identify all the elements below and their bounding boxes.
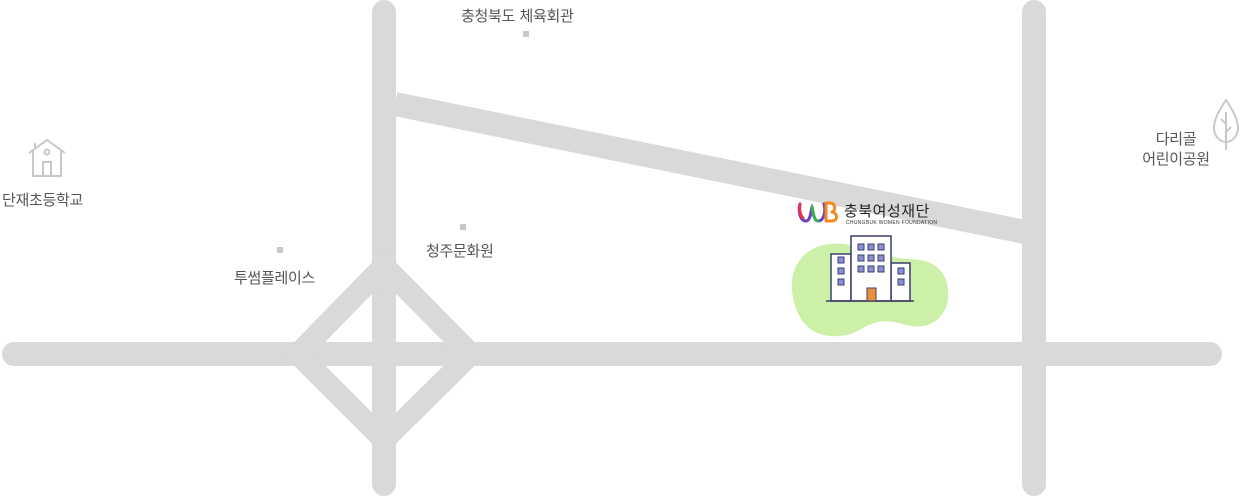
wb-logo-icon xyxy=(797,201,838,223)
gym-marker xyxy=(523,31,529,37)
culture-label[interactable]: 청주문화원 xyxy=(426,242,494,260)
twosome-label[interactable]: 투썸플레이스 xyxy=(234,269,316,287)
gym-label[interactable]: 충청북도 체육회관 xyxy=(461,7,574,25)
destination-logo[interactable]: 충북여성재단 CHUNGBUK WOMEN FOUNDATION xyxy=(796,198,946,228)
twosome-marker xyxy=(277,247,283,253)
tree-icon xyxy=(1212,98,1240,150)
building-icon xyxy=(791,235,949,337)
destination-name: 충북여성재단 xyxy=(844,202,930,220)
house-icon xyxy=(28,138,66,177)
building-door xyxy=(866,287,877,302)
road-diagonal xyxy=(392,92,1028,244)
destination-name-en: CHUNGBUK WOMEN FOUNDATION xyxy=(846,220,938,226)
park-label[interactable]: 다리골 어린이공원 xyxy=(1128,129,1224,169)
culture-marker xyxy=(460,224,466,230)
rotary-ring xyxy=(282,250,487,456)
school-label[interactable]: 단재초등학교 xyxy=(2,191,84,209)
park-label-line2: 어린이공원 xyxy=(1142,150,1210,168)
park-label-line1: 다리골 xyxy=(1155,130,1197,148)
